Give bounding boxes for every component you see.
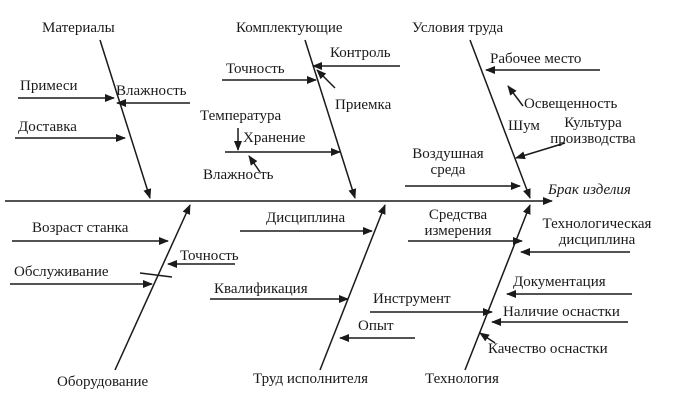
arrow-osveshchennost — [507, 85, 524, 107]
cause-label: Влажность — [203, 167, 274, 183]
cause-label: Наличие оснастки — [503, 304, 620, 320]
cause-label: Документация — [513, 274, 606, 290]
cause-label: Средства измерения — [424, 207, 492, 240]
cause-label: Температура — [200, 108, 282, 124]
category-title-equipment: Оборудование — [57, 374, 149, 390]
effect-label: Брак изделия — [548, 182, 631, 198]
cause-label: Контроль — [330, 45, 391, 61]
cause-label: Культура производства — [550, 115, 636, 148]
curl-obsluzhivanie — [139, 272, 173, 278]
arrow-kultura — [515, 142, 566, 160]
cause-label: Инструмент — [373, 291, 451, 307]
cause-label: Доставка — [18, 119, 77, 135]
cause-label: Обслуживание — [14, 264, 109, 280]
cause-label: Освещенность — [524, 96, 618, 112]
category-title-technology: Технология — [425, 371, 499, 387]
bone-components — [304, 39, 357, 199]
bone-technology — [464, 204, 531, 371]
bone-labor — [319, 204, 386, 371]
cause-label: Точность — [226, 61, 285, 77]
cause-label: Квалификация — [214, 281, 308, 297]
cause-label: Примеси — [20, 78, 78, 94]
cause-label: Воздушная среда — [412, 146, 484, 179]
cause-label: Технологическая дисциплина — [542, 216, 652, 249]
arrow-priemka — [316, 69, 336, 89]
category-title-conditions: Условия труда — [412, 20, 504, 36]
cause-label: Качество оснастки — [488, 341, 608, 357]
category-title-materials: Материалы — [42, 20, 115, 36]
cause-label: Опыт — [358, 318, 394, 334]
cause-label: Влажность — [116, 83, 187, 99]
cause-label: Приемка — [335, 97, 392, 113]
arrow-vlazhnost-c — [248, 155, 261, 173]
cause-label: Шум — [508, 118, 540, 134]
bone-materials — [99, 39, 152, 199]
category-title-labor: Труд исполнителя — [253, 371, 368, 387]
arrow-kachestvo — [479, 332, 496, 344]
cause-label: Возраст станка — [32, 220, 129, 236]
cause-label: Рабочее место — [490, 51, 582, 67]
cause-label: Дисциплина — [266, 210, 346, 226]
bone-conditions — [469, 39, 531, 199]
cause-label: Хранение — [243, 130, 306, 146]
category-title-components: Комплектующие — [236, 20, 343, 36]
cause-label: Точность — [180, 248, 239, 264]
